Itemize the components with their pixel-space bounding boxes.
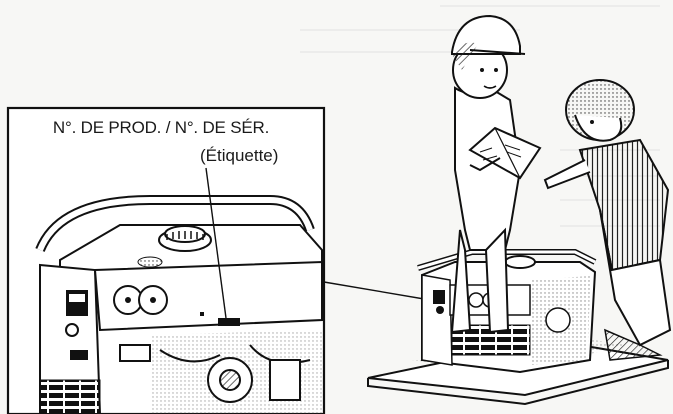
serial-number-label-plate — [218, 318, 240, 326]
label-sticker-caption: (Étiquette) — [200, 146, 278, 165]
technician-and-customer-illustration — [368, 16, 670, 404]
product-serial-number-label: N°. DE PROD. / N°. DE SÉR. — [0, 118, 322, 137]
zoom-leader-line — [324, 282, 430, 300]
